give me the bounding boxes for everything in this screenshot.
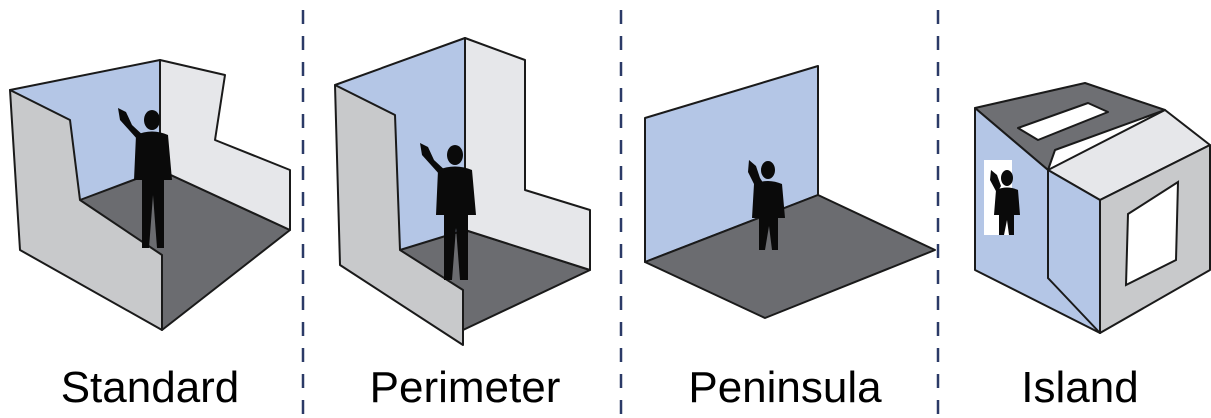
island-person-silhouette: [990, 170, 1020, 235]
perimeter-person-silhouette: [420, 143, 476, 280]
island-booth-illustration: [974, 82, 1211, 334]
label-island: Island: [1021, 363, 1139, 412]
perimeter-front-wall: [334, 84, 464, 346]
peninsula-booth-illustration: [644, 65, 936, 319]
label-standard: Standard: [60, 363, 240, 412]
standard-booth-illustration: [9, 59, 291, 331]
standard-front-wall: [9, 89, 163, 331]
standard-person-silhouette: [118, 108, 172, 248]
perimeter-booth-illustration: [334, 37, 591, 346]
island-block-front-edge: [1047, 169, 1101, 334]
label-peninsula: Peninsula: [688, 363, 882, 412]
island-block-window: [1124, 180, 1180, 287]
label-perimeter: Perimeter: [369, 363, 561, 412]
perimeter-right-wall: [464, 37, 591, 271]
island-skylight: [1017, 102, 1109, 141]
peninsula-person-silhouette: [748, 160, 785, 250]
